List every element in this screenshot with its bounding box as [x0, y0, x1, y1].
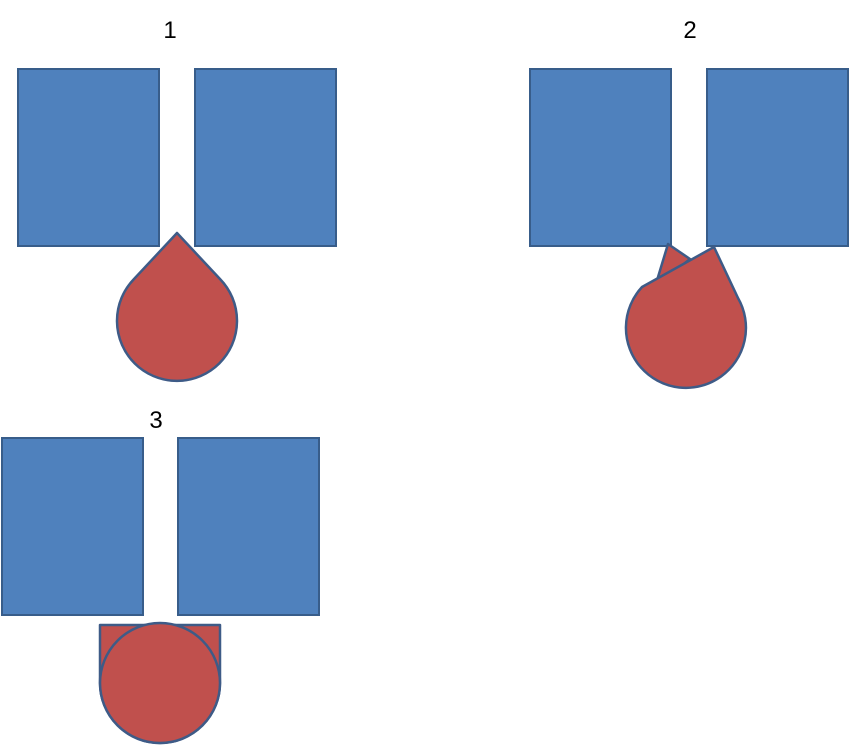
panel-2-teardrop [624, 245, 748, 390]
panel-2: 2 [529, 17, 849, 390]
panel-1: 1 [17, 17, 337, 383]
panel-3-teardrop-circle [98, 621, 222, 745]
panel-3-label: 3 [149, 407, 162, 434]
panel-1-left-block [17, 68, 160, 247]
panel-2-left-block [529, 68, 672, 247]
panel-3: 3 [1, 407, 320, 745]
panel-1-label: 1 [163, 17, 176, 44]
panel-3-right-block [177, 437, 320, 616]
panel-1-teardrop [115, 231, 239, 383]
panel-3-left-block [1, 437, 144, 616]
panel-2-label: 2 [683, 17, 696, 44]
panel-2-right-block [706, 68, 849, 247]
panel-1-right-block [194, 68, 337, 247]
